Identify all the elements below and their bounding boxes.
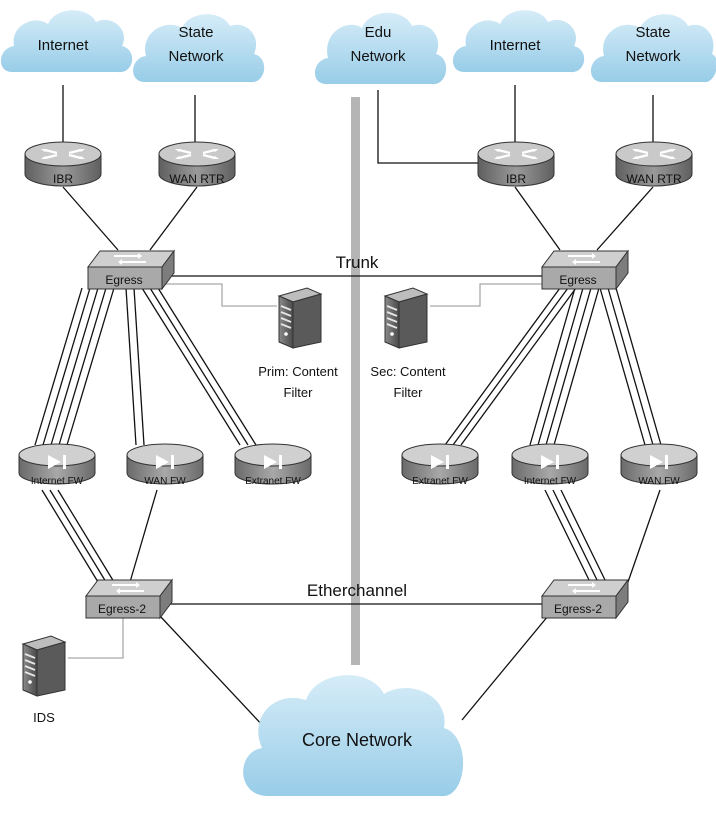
router-wan-left: WAN RTR xyxy=(157,140,237,188)
router-ibr-right: IBR xyxy=(476,140,556,188)
cloud-label-edu-2: Network xyxy=(350,48,406,65)
cloud-internet-right: Internet xyxy=(452,10,585,73)
firewall-internet-left: Internet FW xyxy=(18,443,96,487)
server-label-prim-2: Filter xyxy=(284,385,314,400)
router-wan-right: WAN RTR xyxy=(614,140,694,188)
cloud-label-internet-right: Internet xyxy=(490,37,542,54)
router-label-ibr-left: IBR xyxy=(53,172,73,186)
cloud-label-state-left-1: State xyxy=(178,24,213,41)
firewall-internet-right: Internet FW xyxy=(511,443,589,487)
router-ibr-left: IBR xyxy=(23,140,103,188)
link-label-trunk: Trunk xyxy=(336,253,379,272)
left-bundle-lines xyxy=(34,287,266,729)
firewall-label-extranet-left: Extranet FW xyxy=(245,476,301,487)
cloud-core-network: Core Network xyxy=(243,675,464,797)
connection-lines xyxy=(62,85,654,605)
firewall-label-extranet-right: Extranet FW xyxy=(412,476,468,487)
server-label-prim-1: Prim: Content xyxy=(258,364,338,379)
router-label-wan-right: WAN RTR xyxy=(626,172,682,186)
switch-label-egress2-left: Egress-2 xyxy=(98,602,146,616)
server-secondary-content-filter: Sec: Content Filter xyxy=(370,287,446,400)
switch-egress2-left: Egress-2 xyxy=(85,579,173,619)
firewall-label-wan-right: WAN FW xyxy=(638,476,680,487)
firewall-label-internet-right: Internet FW xyxy=(524,476,577,487)
center-divider xyxy=(351,97,360,665)
firewall-wan-right: WAN FW xyxy=(620,443,698,487)
switch-egress-right: Egress xyxy=(541,250,629,290)
cloud-label-core: Core Network xyxy=(302,730,413,750)
firewall-wan-left: WAN FW xyxy=(126,443,204,487)
server-connection-lines xyxy=(68,283,555,659)
server-primary-content-filter: Prim: Content Filter xyxy=(258,287,338,400)
cloud-label-state-right-2: Network xyxy=(625,48,681,65)
server-label-sec-2: Filter xyxy=(394,385,424,400)
cloud-label-state-left-2: Network xyxy=(168,48,224,65)
link-label-etherchannel: Etherchannel xyxy=(307,581,407,600)
server-ids: IDS xyxy=(22,635,66,725)
cloud-internet-left: Internet xyxy=(0,10,133,73)
switch-label-egress-right: Egress xyxy=(559,273,596,287)
cloud-edu-network: Edu Network xyxy=(314,12,447,85)
right-bundle-lines xyxy=(444,287,662,721)
router-label-wan-left: WAN RTR xyxy=(169,172,225,186)
switch-egress-left: Egress xyxy=(87,250,175,290)
cloud-label-edu-1: Edu xyxy=(365,24,392,41)
firewall-extranet-left: Extranet FW xyxy=(234,443,312,487)
firewall-label-internet-left: Internet FW xyxy=(31,476,84,487)
firewall-label-wan-left: WAN FW xyxy=(144,476,186,487)
switch-egress2-right: Egress-2 xyxy=(541,579,629,619)
cloud-state-network-right: State Network xyxy=(591,14,716,83)
cloud-label-state-right-1: State xyxy=(635,24,670,41)
firewall-extranet-right: Extranet FW xyxy=(401,443,479,487)
server-label-ids: IDS xyxy=(33,710,55,725)
switch-label-egress2-right: Egress-2 xyxy=(554,602,602,616)
server-label-sec-1: Sec: Content xyxy=(370,364,446,379)
router-label-ibr-right: IBR xyxy=(506,172,526,186)
switch-label-egress-left: Egress xyxy=(105,273,142,287)
cloud-state-network-left: State Network xyxy=(133,14,265,83)
cloud-label-internet-left: Internet xyxy=(38,37,90,54)
